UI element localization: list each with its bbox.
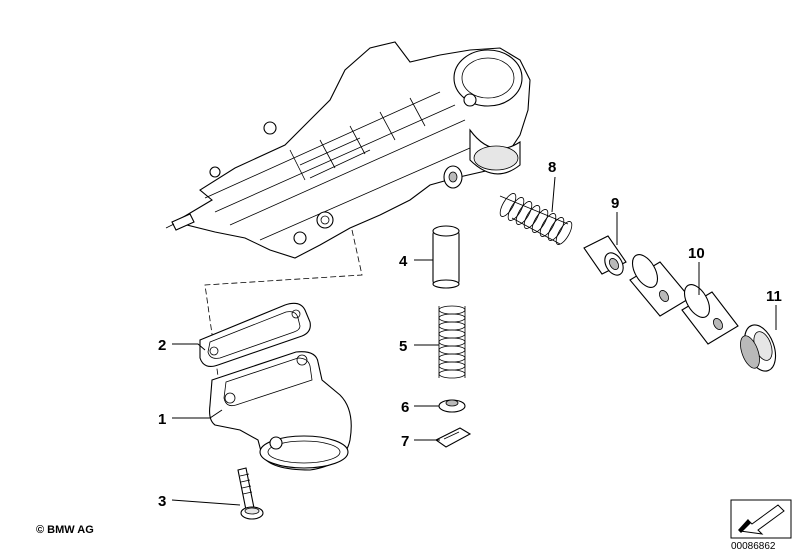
spring-seat	[583, 235, 627, 276]
callouts: 1 2 3 4 5 6 7 8 9 10 11	[158, 159, 782, 510]
callout-10: 10	[688, 245, 705, 262]
callout-7: 7	[401, 433, 409, 450]
callout-2: 2	[158, 337, 166, 354]
spring-vertical	[438, 305, 466, 379]
bolt	[237, 467, 264, 520]
callout-5: 5	[399, 338, 407, 355]
copyright-text: © BMW AG	[36, 524, 94, 536]
sleeve	[432, 225, 460, 289]
leader-lines	[171, 176, 777, 506]
callout-11: 11	[766, 288, 782, 305]
callout-1: 1	[158, 411, 166, 428]
arrow-icon	[730, 499, 792, 539]
plug	[740, 324, 777, 372]
piston	[629, 254, 739, 345]
washer	[438, 399, 466, 413]
spring-horizontal	[499, 193, 573, 245]
oil-pump-housing	[165, 41, 531, 259]
document-number: 00086862	[731, 541, 776, 552]
callout-6: 6	[401, 399, 409, 416]
callout-9: 9	[611, 195, 619, 212]
callout-4: 4	[399, 253, 408, 270]
retainer-clip	[434, 427, 472, 448]
suction-pipe	[209, 351, 352, 471]
gasket	[199, 302, 311, 367]
callout-3: 3	[158, 493, 166, 510]
callout-8: 8	[548, 159, 556, 176]
